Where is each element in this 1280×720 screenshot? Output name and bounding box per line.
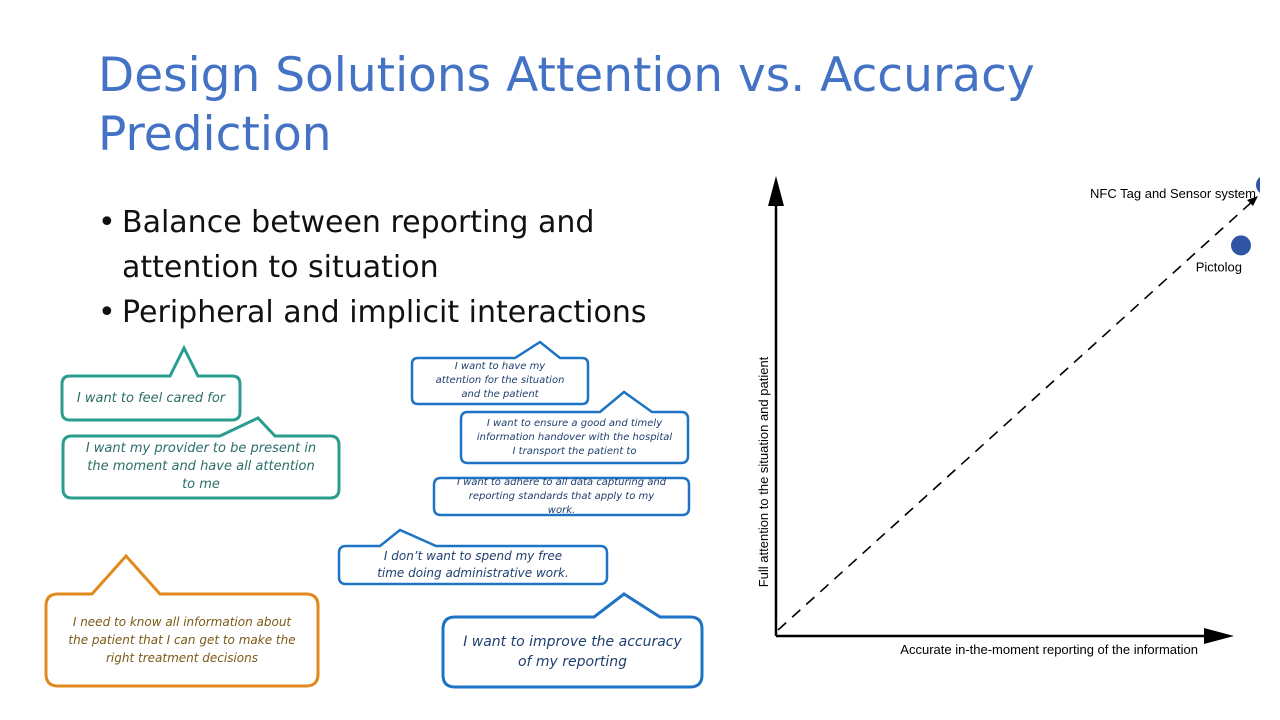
bubble-text-handover: I want to ensure a good and timely infor… xyxy=(476,417,673,457)
bubble-text-feel-cared: I want to feel cared for xyxy=(76,390,226,406)
bullet-item: •Balance between reporting and attention… xyxy=(98,200,718,290)
point-nfc-tag xyxy=(1256,176,1260,193)
speech-bubble-teal-2 xyxy=(61,416,341,500)
speech-bubble-blue-2 xyxy=(459,390,690,465)
bullet-dot-icon: • xyxy=(98,205,116,240)
bullet-list: •Balance between reporting and attention… xyxy=(98,200,718,335)
trend-line xyxy=(777,199,1255,631)
bubble-text-need-information: I need to know all information about the… xyxy=(68,615,296,665)
bullet-dot-icon: • xyxy=(98,295,116,330)
bubble-text-provider-present: I want my provider to be present in the … xyxy=(85,441,317,492)
point-label-pictolog: Pictolog xyxy=(1196,259,1242,274)
x-axis-arrow-icon xyxy=(1204,628,1234,644)
trend-arrow-icon xyxy=(1247,195,1258,206)
bubble-text-free-time: I don’t want to spend my free time doing… xyxy=(377,549,569,580)
attention-accuracy-chart: Full attention to the situation and pati… xyxy=(756,176,1260,657)
speech-bubble-orange xyxy=(44,553,320,688)
bubble-text-standards: I want to adhere to all data capturing a… xyxy=(456,476,667,516)
speech-bubble-blue-5 xyxy=(441,592,704,689)
bullet-item: •Peripheral and implicit interactions xyxy=(98,290,718,335)
point-label-nfc-tag: NFC Tag and Sensor system xyxy=(1090,186,1256,201)
bubble-text-accuracy: I want to improve the accuracy of my rep… xyxy=(463,634,682,670)
y-axis-arrow-icon xyxy=(768,176,784,206)
y-axis-label: Full attention to the situation and pati… xyxy=(756,356,771,587)
point-pictolog xyxy=(1231,235,1251,256)
bubble-text-attention: I want to have my attention for the situ… xyxy=(435,361,565,400)
speech-bubble-blue-4 xyxy=(337,528,609,586)
speech-bubble-blue-1 xyxy=(410,340,590,406)
slide-title: Design Solutions Attention vs. Accuracy … xyxy=(98,48,1035,162)
speech-bubble-teal-1 xyxy=(60,344,242,422)
speech-bubble-blue-3 xyxy=(432,476,691,517)
x-axis-label: Accurate in-the-moment reporting of the … xyxy=(900,642,1198,657)
bullet-text: Peripheral and implicit interactions xyxy=(122,295,647,330)
bullet-text: Balance between reporting and attention … xyxy=(122,205,595,285)
